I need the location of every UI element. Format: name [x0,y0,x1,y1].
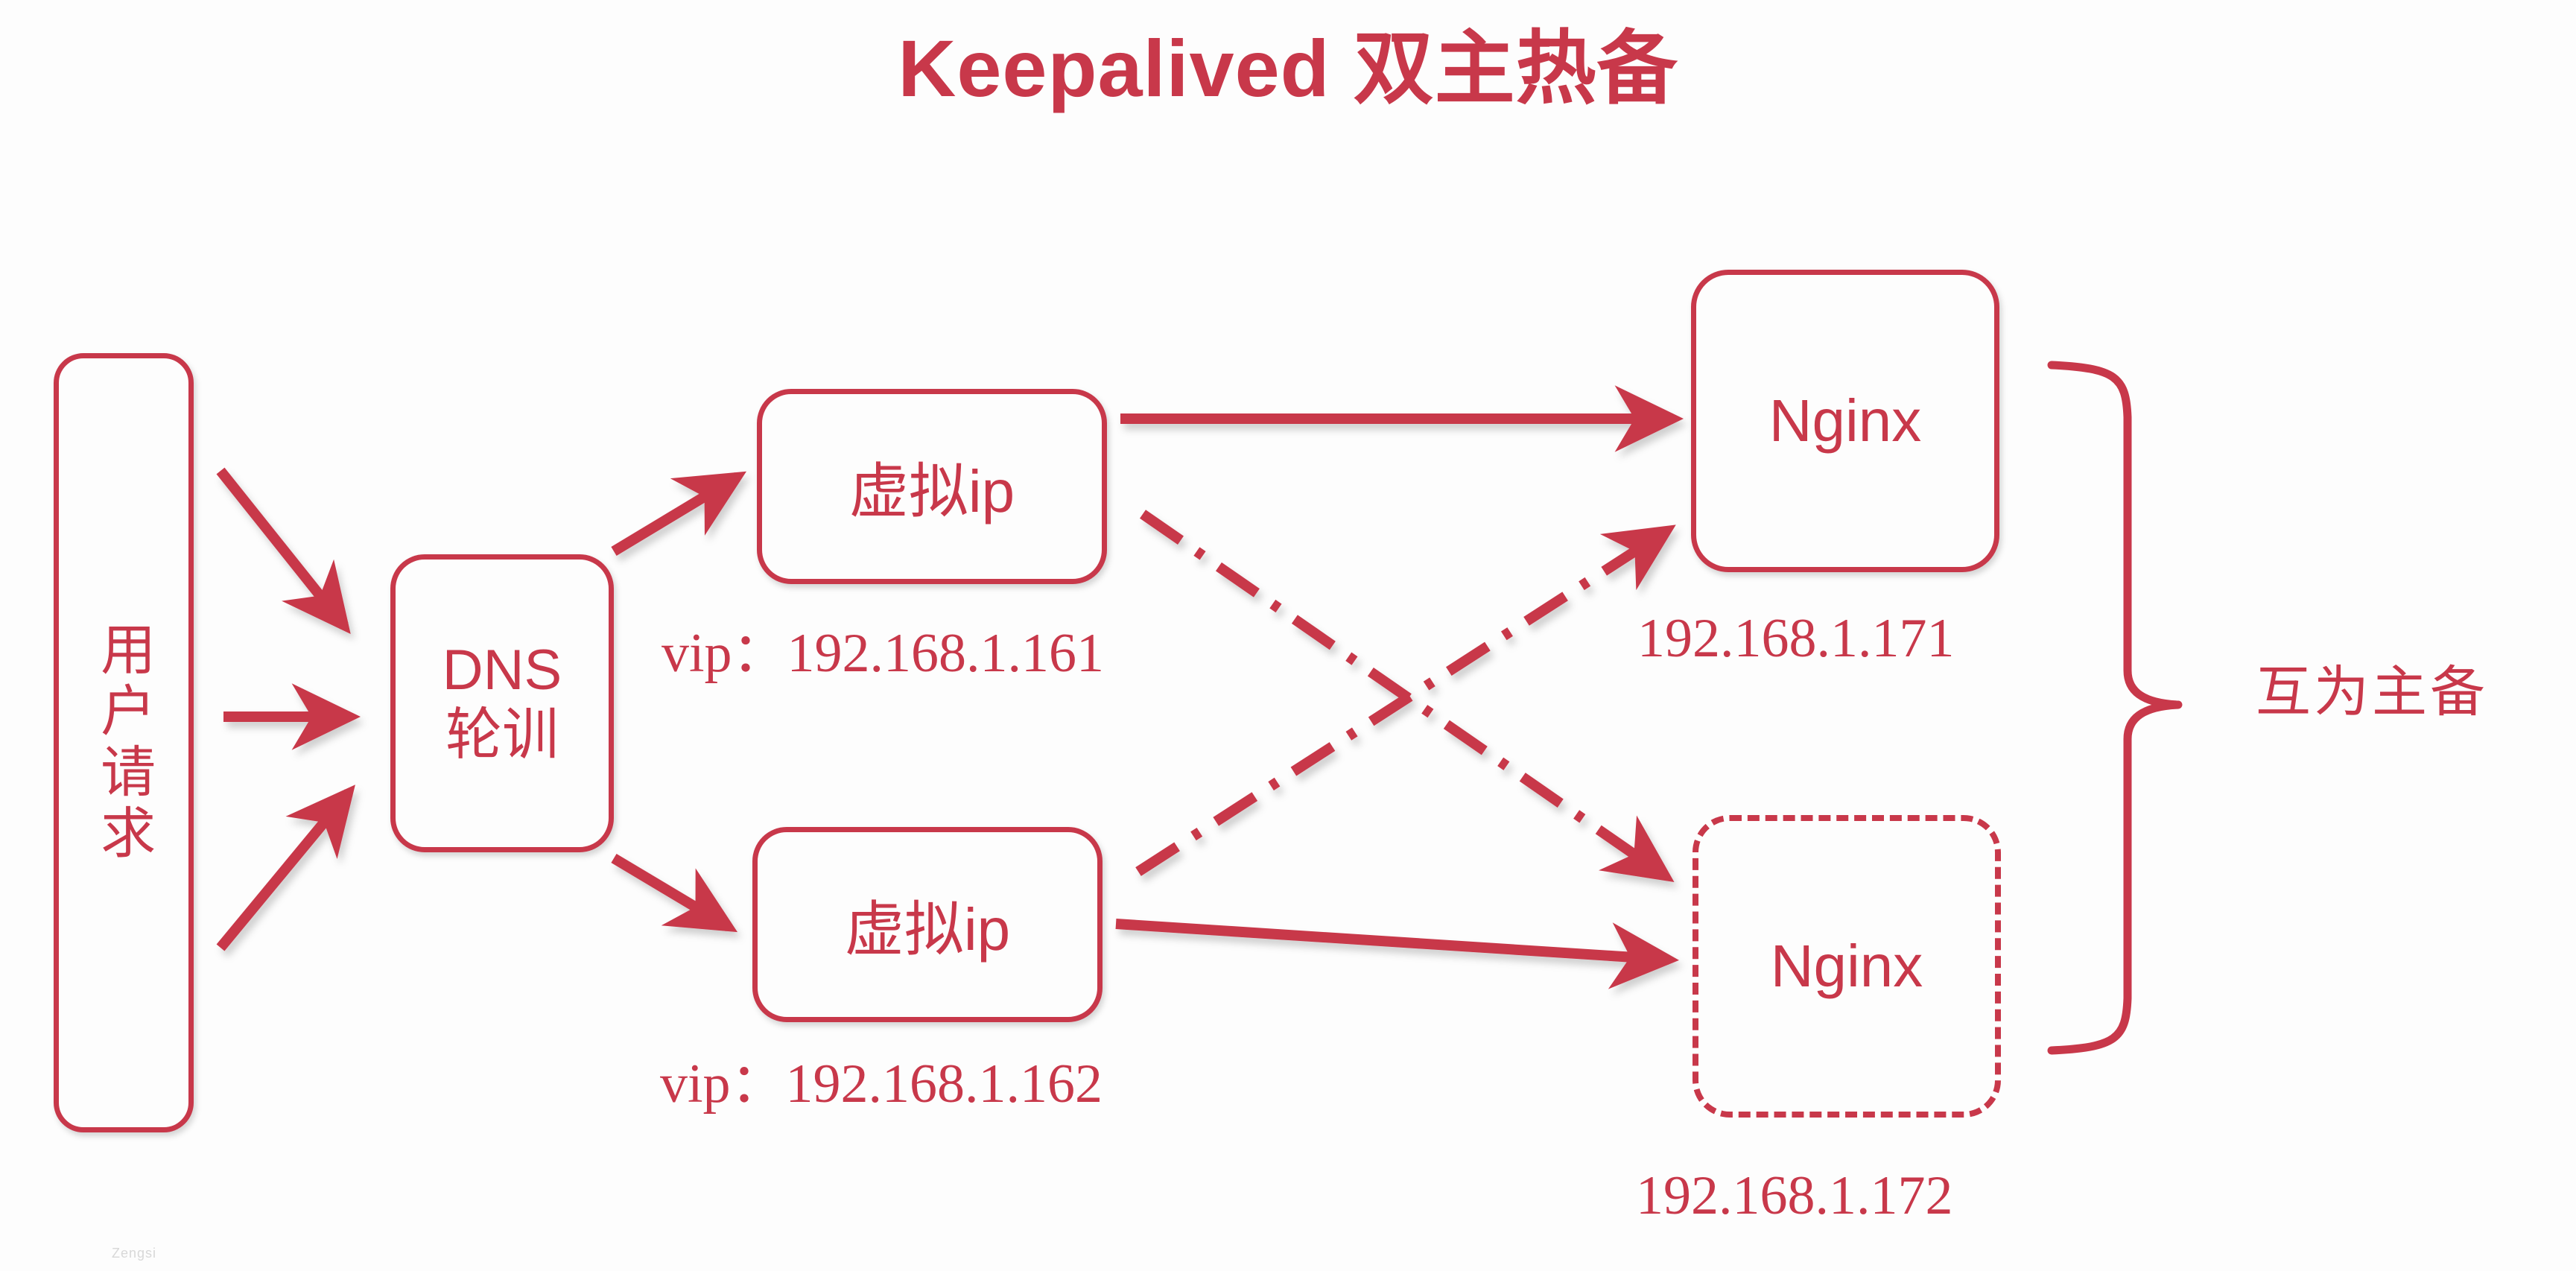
edge-vip2-nginx1 [1135,524,1676,876]
label-nginx-primary-address: 192.168.1.171 [1637,608,1955,669]
node-virtual-ip-1[interactable]: 虚拟ip [757,389,1107,584]
node-dns[interactable]: DNS 轮训 [390,554,614,852]
watermark: Zengsi [112,1246,157,1261]
label-vip1-address: vip：192.168.1.161 [662,623,1105,684]
node-dns-label-line2: 轮训 [445,703,559,767]
page-title: Keepalived 双主热备 [898,23,1678,113]
node-user-request-label: 用户请求 [92,621,155,865]
edge-user-dns-upper [216,467,351,634]
label-vip2-address: vip：192.168.1.162 [660,1053,1103,1115]
node-nginx-primary-label: Nginx [1768,387,1922,454]
node-virtual-ip-1-label: 虚拟ip [848,458,1015,524]
node-virtual-ip-2-label: 虚拟ip [844,896,1011,963]
edge-dns-vip2 [611,853,738,933]
edge-user-dns-lower [216,785,355,951]
edge-vip2-nginx2 [1115,919,1679,989]
label-mutual-master-backup: 互为主备 [2256,661,2488,723]
node-nginx-backup-label: Nginx [1770,933,1923,999]
edge-dns-vip1 [611,471,746,556]
node-user-request[interactable]: 用户请求 [54,353,194,1132]
node-nginx-backup[interactable]: Nginx [1693,815,2001,1118]
node-virtual-ip-2[interactable]: 虚拟ip [752,827,1103,1022]
node-dns-label-line1: DNS [442,638,562,703]
pair-brace [2047,361,2183,1055]
node-nginx-primary[interactable]: Nginx [1691,270,1999,572]
label-nginx-backup-address: 192.168.1.172 [1636,1165,1953,1226]
edge-vip1-nginx2 [1140,510,1675,882]
